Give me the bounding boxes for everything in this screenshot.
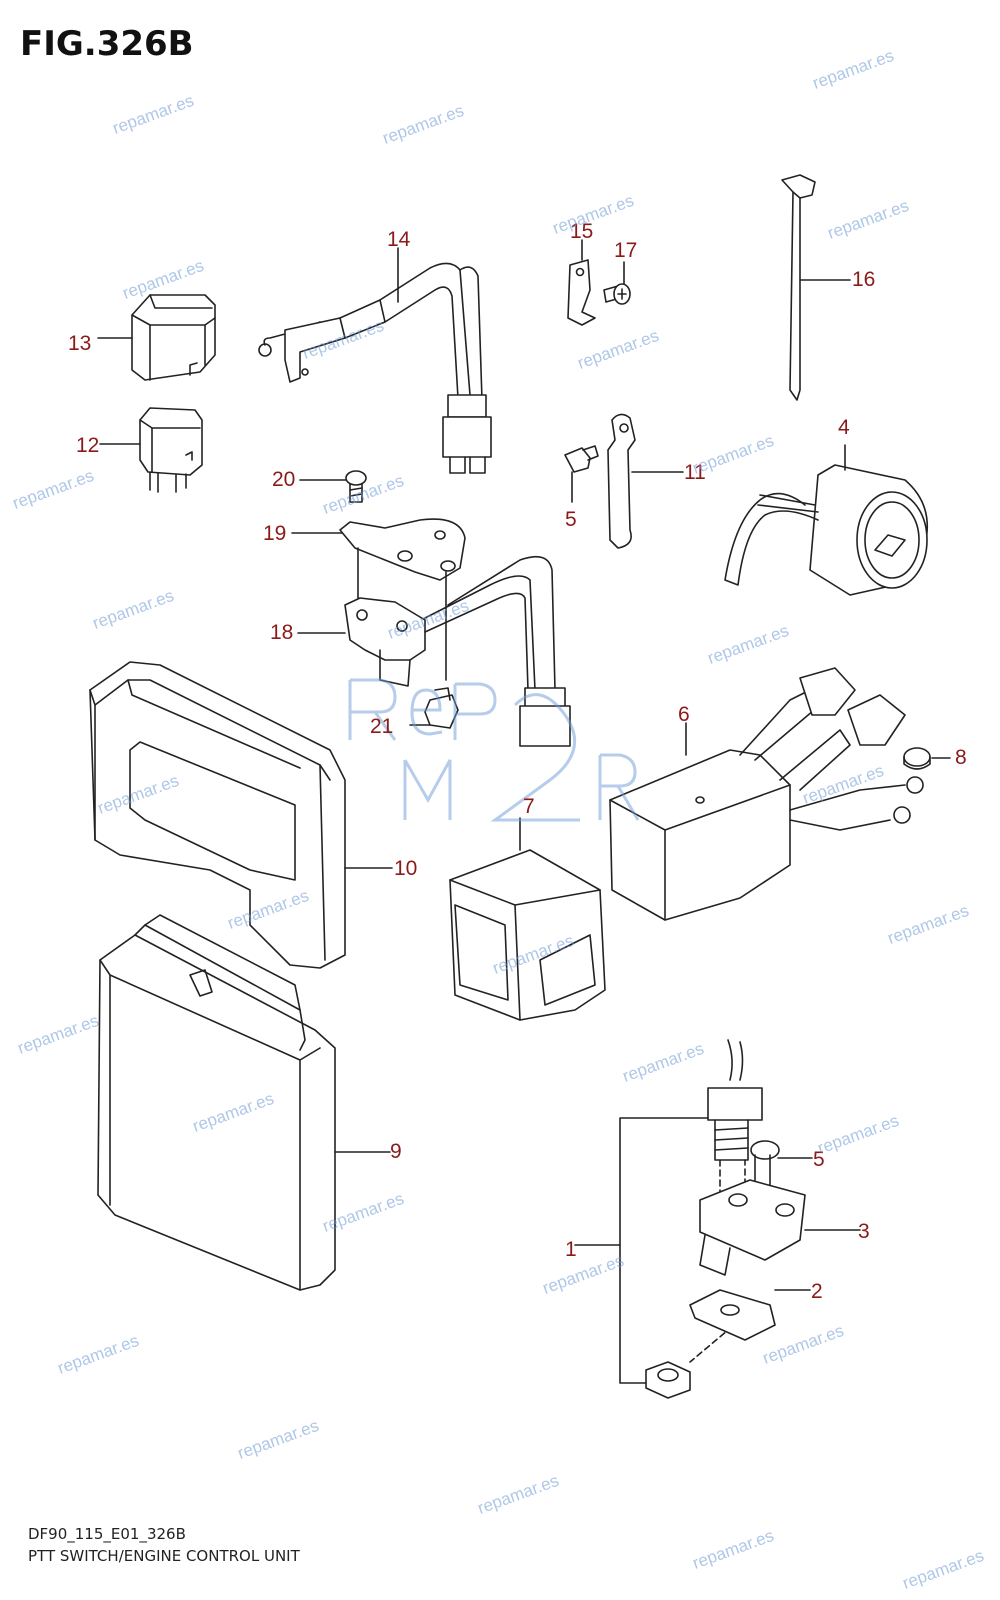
callout-10: 10	[394, 857, 418, 880]
part-6-module	[610, 668, 923, 920]
part-5-bolt-lower	[751, 1141, 812, 1192]
callout-11: 11	[684, 461, 706, 484]
repmar-logo	[348, 678, 640, 822]
callout-18: 18	[270, 621, 294, 644]
part-16-cable-tie	[782, 175, 850, 400]
figure-description: PTT SWITCH/ENGINE CONTROL UNIT	[28, 1547, 300, 1565]
callout-9: 9	[390, 1140, 402, 1163]
callout-14: 14	[387, 228, 411, 251]
part-11-bracket	[608, 414, 683, 548]
part-4-gauge	[725, 445, 927, 595]
callout-15: 15	[570, 220, 594, 243]
part-5-bolt-upper	[565, 446, 598, 502]
callout-1: 1	[565, 1238, 577, 1261]
part-14-switch-harness	[259, 248, 491, 473]
part-3-bracket	[700, 1180, 860, 1275]
part-12-relay	[100, 408, 202, 492]
callout-5-lower: 5	[813, 1148, 825, 1171]
callout-8: 8	[955, 746, 967, 769]
part-15-clip	[568, 240, 595, 325]
callout-7: 7	[523, 795, 535, 818]
callout-4: 4	[838, 416, 850, 439]
callout-12: 12	[76, 434, 100, 457]
part-13-relay	[98, 295, 215, 380]
part-19-plate	[292, 519, 465, 680]
part-7-box	[450, 818, 605, 1020]
part-20-screw	[300, 471, 366, 502]
callout-2: 2	[811, 1280, 823, 1303]
part-8-grommet	[904, 748, 950, 769]
part-2-clip	[690, 1290, 810, 1340]
callout-19: 19	[263, 522, 287, 545]
part-10-cover	[90, 662, 392, 968]
callout-17: 17	[614, 239, 638, 262]
callout-16: 16	[852, 268, 876, 291]
part-9-ecu	[98, 915, 390, 1290]
callout-13: 13	[68, 332, 92, 355]
figure-title: FIG.326B	[20, 24, 194, 64]
callout-6: 6	[678, 703, 690, 726]
part-17-screw	[604, 262, 630, 304]
callout-20: 20	[272, 468, 296, 491]
callout-3: 3	[858, 1220, 870, 1243]
callout-21: 21	[370, 715, 394, 738]
figure-code: DF90_115_E01_326B	[28, 1525, 186, 1543]
callout-5-upper: 5	[565, 508, 577, 531]
